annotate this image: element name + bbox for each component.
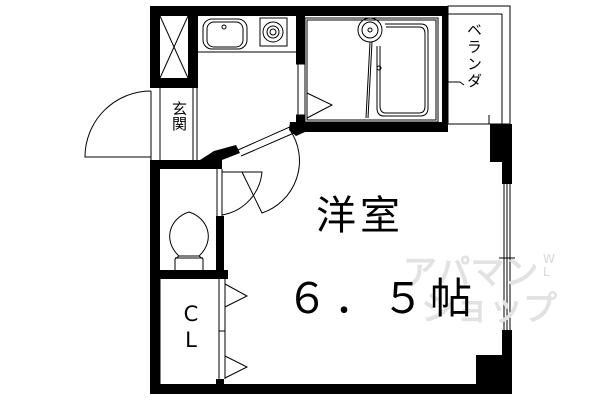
watermark: アパマン ショップ W L [403,252,557,329]
closet-doors [159,279,249,384]
watermark-line1: アパマン [403,253,539,293]
toilet [169,211,218,272]
entrance-label: 玄関 [170,101,188,131]
kitchen [198,17,305,116]
walls [150,6,512,394]
veranda-area [447,5,511,125]
window [499,184,515,330]
closet-label-c: C [183,302,199,326]
bathroom [304,17,439,123]
room-name-label: 洋室 [316,193,404,239]
watermark-small: W L [543,252,555,279]
room-size-label: ６．５帖 [286,274,479,323]
closet-label-l: L [185,328,197,352]
watermark-line2: ショップ [421,289,557,329]
closet-label: C L [180,301,202,353]
angled-wall [200,122,305,160]
storage-box [159,15,189,79]
veranda-label: ベランダ [465,22,483,90]
room-door [216,129,300,216]
entrance-area [84,88,198,160]
